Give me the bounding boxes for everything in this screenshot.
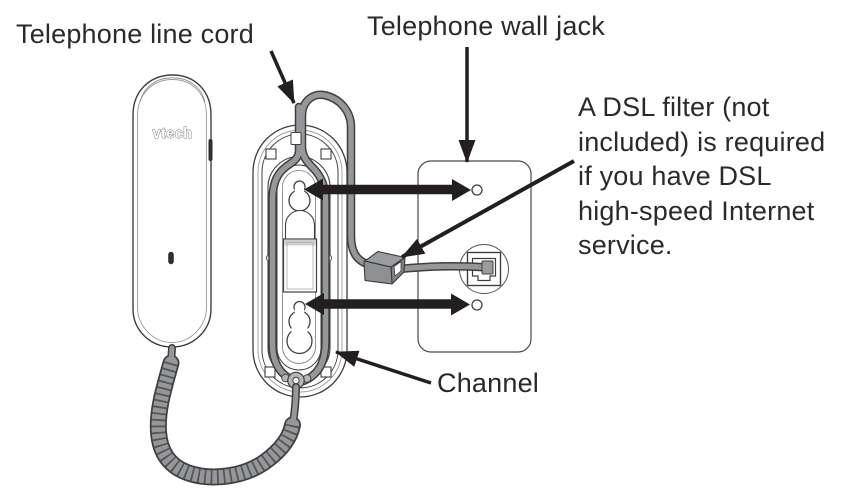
filter-port <box>393 261 402 277</box>
line-cord-label: Telephone line cord <box>16 19 254 49</box>
screw-hole-bottom <box>471 299 483 311</box>
cord-clip <box>290 132 302 145</box>
screw-boss-bottom-left <box>264 366 276 378</box>
cord-compartment <box>282 238 318 293</box>
line-cord-plug <box>481 260 494 275</box>
dsl-note: A DSL filter (not included) is required … <box>578 92 826 261</box>
screw-hole-top <box>471 184 483 196</box>
alignment-arrow-bottom <box>305 293 470 316</box>
channel-arrow <box>335 350 432 385</box>
handset-side-button <box>208 139 213 161</box>
screw-boss-top-left <box>265 148 277 160</box>
coil-ribs <box>151 361 300 484</box>
handset-coiled-cord <box>149 344 301 486</box>
keyhole-slot-top <box>288 180 311 212</box>
telephone-line-cord <box>268 90 376 388</box>
handset-top-contour <box>139 77 206 103</box>
handset: vtech <box>132 74 213 348</box>
channel-label: Channel <box>437 368 539 398</box>
jack-cord <box>394 260 494 275</box>
wall-mount-base <box>252 124 348 398</box>
alignment-arrow-top <box>304 178 471 201</box>
screw-boss-top-right <box>320 148 332 160</box>
keyhole-slot-bottom <box>286 300 313 355</box>
line-cord-arrow <box>269 50 296 104</box>
handset-brand-logo: vtech <box>153 126 193 142</box>
dsl-filter-arrow <box>401 159 575 259</box>
base-rib <box>284 210 316 240</box>
handset-mic-slot-icon <box>168 251 174 265</box>
dsl-filter <box>363 250 406 285</box>
callout-arrows <box>269 47 575 385</box>
wall-jack-label: Telephone wall jack <box>367 11 605 41</box>
